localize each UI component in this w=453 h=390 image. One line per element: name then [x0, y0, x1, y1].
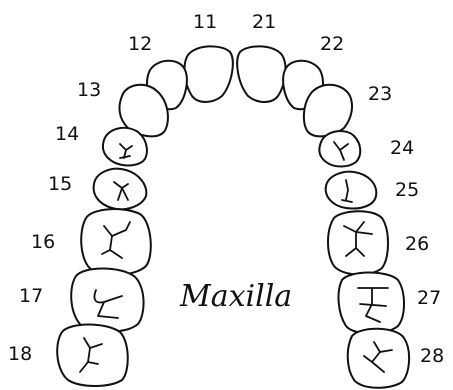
tooth-25: [324, 170, 378, 210]
tooth-18-groove: [79, 337, 103, 373]
tooth-14: [101, 126, 148, 167]
tooth-number-12: 12: [128, 33, 152, 55]
tooth-23: [302, 83, 353, 138]
tooth-number-11: 11: [193, 11, 217, 33]
tooth-number-16: 16: [31, 231, 55, 253]
tooth-number-18: 18: [8, 343, 32, 365]
tooth-number-13: 13: [77, 79, 101, 101]
tooth-14-groove: [119, 143, 133, 159]
tooth-17-groove: [93, 289, 123, 319]
tooth-28: [346, 327, 410, 389]
tooth-number-27: 27: [417, 287, 441, 309]
tooth-26-groove: [343, 221, 373, 257]
tooth-number-15: 15: [48, 173, 72, 195]
tooth-16-groove: [101, 221, 131, 259]
tooth-18: [56, 323, 129, 387]
tooth-number-28: 28: [420, 345, 444, 367]
tooth-26: [327, 210, 389, 276]
tooth-number-24: 24: [390, 137, 414, 159]
tooth-number-23: 23: [368, 83, 392, 105]
tooth-11: [183, 45, 234, 103]
tooth-number-21: 21: [252, 11, 276, 33]
tooth-24-groove: [333, 141, 349, 161]
tooth-number-26: 26: [405, 233, 429, 255]
tooth-15: [92, 167, 148, 211]
tooth-13: [118, 83, 169, 138]
tooth-number-17: 17: [19, 285, 43, 307]
tooth-16: [80, 208, 152, 276]
tooth-28-groove: [363, 341, 393, 373]
tooth-27-groove: [357, 287, 389, 323]
tooth-21: [236, 45, 287, 103]
tooth-number-14: 14: [55, 123, 79, 145]
tooth-25-groove: [341, 179, 353, 203]
jaw-label: Maxilla: [179, 279, 292, 314]
tooth-number-25: 25: [395, 179, 419, 201]
tooth-15-groove: [113, 181, 129, 201]
tooth-number-22: 22: [320, 33, 344, 55]
